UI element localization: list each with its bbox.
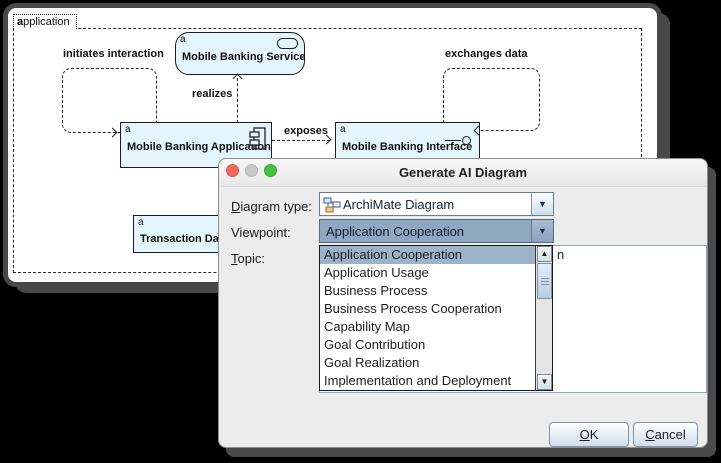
dialog-titlebar[interactable]: Generate AI Diagram (219, 159, 707, 187)
topic-label: Topic: (231, 251, 265, 266)
element-badge: a (340, 124, 346, 135)
dropdown-option[interactable]: Goal Contribution (324, 337, 426, 352)
generate-ai-diagram-dialog: Generate AI Diagram Diagram type: ArchiM… (218, 158, 708, 448)
element-title: Transaction Data (140, 233, 229, 245)
relationship-label-exposes: exposes (284, 125, 329, 137)
dropdown-option[interactable]: Application Usage (324, 265, 429, 280)
dropdown-option[interactable]: Business Process (324, 283, 428, 298)
scroll-down-icon[interactable]: ▼ (537, 374, 552, 390)
diagram-type-combobox[interactable]: ArchiMate Diagram ▼ (319, 192, 554, 216)
minimize-window-icon[interactable] (245, 164, 258, 177)
application-interface-icon (445, 136, 471, 146)
dropdown-option[interactable]: Goal Realization (324, 355, 420, 370)
scroll-up-icon[interactable]: ▲ (537, 246, 552, 262)
group-badge: a (17, 16, 24, 28)
ok-button[interactable]: OK (549, 422, 629, 447)
viewpoint-label: Viewpoint: (231, 225, 291, 240)
realizes-connector[interactable] (237, 78, 238, 123)
cancel-button[interactable]: Cancel (633, 422, 698, 447)
dialog-title: Generate AI Diagram (398, 165, 528, 180)
close-window-icon[interactable] (226, 164, 239, 177)
relationship-label-realizes: realizes (192, 88, 233, 100)
relationship-label-exchanges-data: exchanges data (445, 48, 528, 60)
initiates-interaction-connector[interactable] (62, 68, 157, 133)
scrollbar-thumb[interactable] (537, 263, 552, 299)
element-mobile-banking-service[interactable]: a Mobile Banking Service (175, 32, 305, 75)
dropdown-option[interactable]: Capability Map (324, 319, 410, 334)
diagram-type-value: ArchiMate Diagram (343, 197, 455, 212)
viewpoint-combobox[interactable]: Application Cooperation ▼ (319, 219, 554, 243)
element-title: Mobile Banking Interface (342, 141, 473, 153)
element-badge: a (125, 124, 131, 135)
application-service-icon (277, 38, 298, 49)
viewpoint-dropdown-arrow-icon[interactable]: ▼ (531, 220, 553, 242)
diagram-type-dropdown-arrow-icon[interactable]: ▼ (531, 193, 553, 215)
viewpoint-value: Application Cooperation (326, 224, 465, 239)
element-badge: a (138, 217, 144, 228)
relationship-label-initiates-interaction: initiates interaction (63, 48, 164, 60)
exposes-connector[interactable] (272, 140, 330, 141)
dropdown-scrollbar[interactable]: ▲ ▼ (535, 246, 552, 390)
archimate-diagram-icon (323, 196, 341, 214)
element-badge: a (180, 34, 186, 45)
diagram-type-label: Diagram type: (231, 199, 312, 214)
element-title: Mobile Banking Application (127, 141, 271, 153)
viewpoint-dropdown-list[interactable]: Application Cooperation Application Usag… (319, 245, 553, 391)
element-title: Mobile Banking Service (182, 51, 306, 63)
zoom-window-icon[interactable] (264, 164, 277, 177)
group-label[interactable]: a application (13, 14, 77, 29)
application-component-icon (249, 127, 266, 155)
topic-text-fragment: n (557, 247, 565, 262)
dropdown-option[interactable]: Implementation and Deployment (324, 373, 512, 388)
exchanges-data-connector[interactable] (443, 68, 540, 131)
group-name: application (17, 16, 70, 28)
dropdown-option[interactable]: Business Process Cooperation (324, 301, 502, 316)
dropdown-option[interactable]: Application Cooperation (320, 246, 536, 264)
